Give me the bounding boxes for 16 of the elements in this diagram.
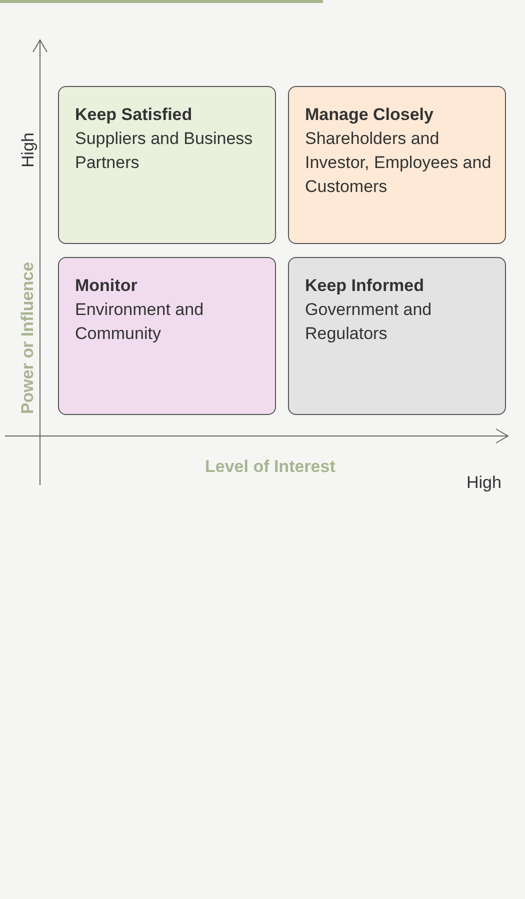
quadrant-box <box>58 257 276 415</box>
quadrant-heading: Keep Informed <box>305 275 424 297</box>
quadrant-heading: Keep Satisfied <box>75 104 192 126</box>
quadrant-description: Shareholders and Investor, Employees and Customers <box>305 128 492 198</box>
quadrant-box <box>288 257 506 415</box>
quadrant-box <box>58 86 276 244</box>
quadrant-box <box>288 86 506 244</box>
axis-end-label: High <box>466 473 502 493</box>
axis-end-label: High <box>18 132 38 168</box>
quadrant-description: Suppliers and Business Partners <box>75 128 254 174</box>
quadrant-heading: Manage Closely <box>305 104 434 126</box>
quadrant-description: Environment and Community <box>75 299 205 345</box>
quadrant-description: Government and Regulators <box>305 299 433 345</box>
axis-title: Power or Influence <box>18 262 38 414</box>
quadrant-heading: Monitor <box>75 275 138 297</box>
axis-title: Level of Interest <box>205 457 336 477</box>
